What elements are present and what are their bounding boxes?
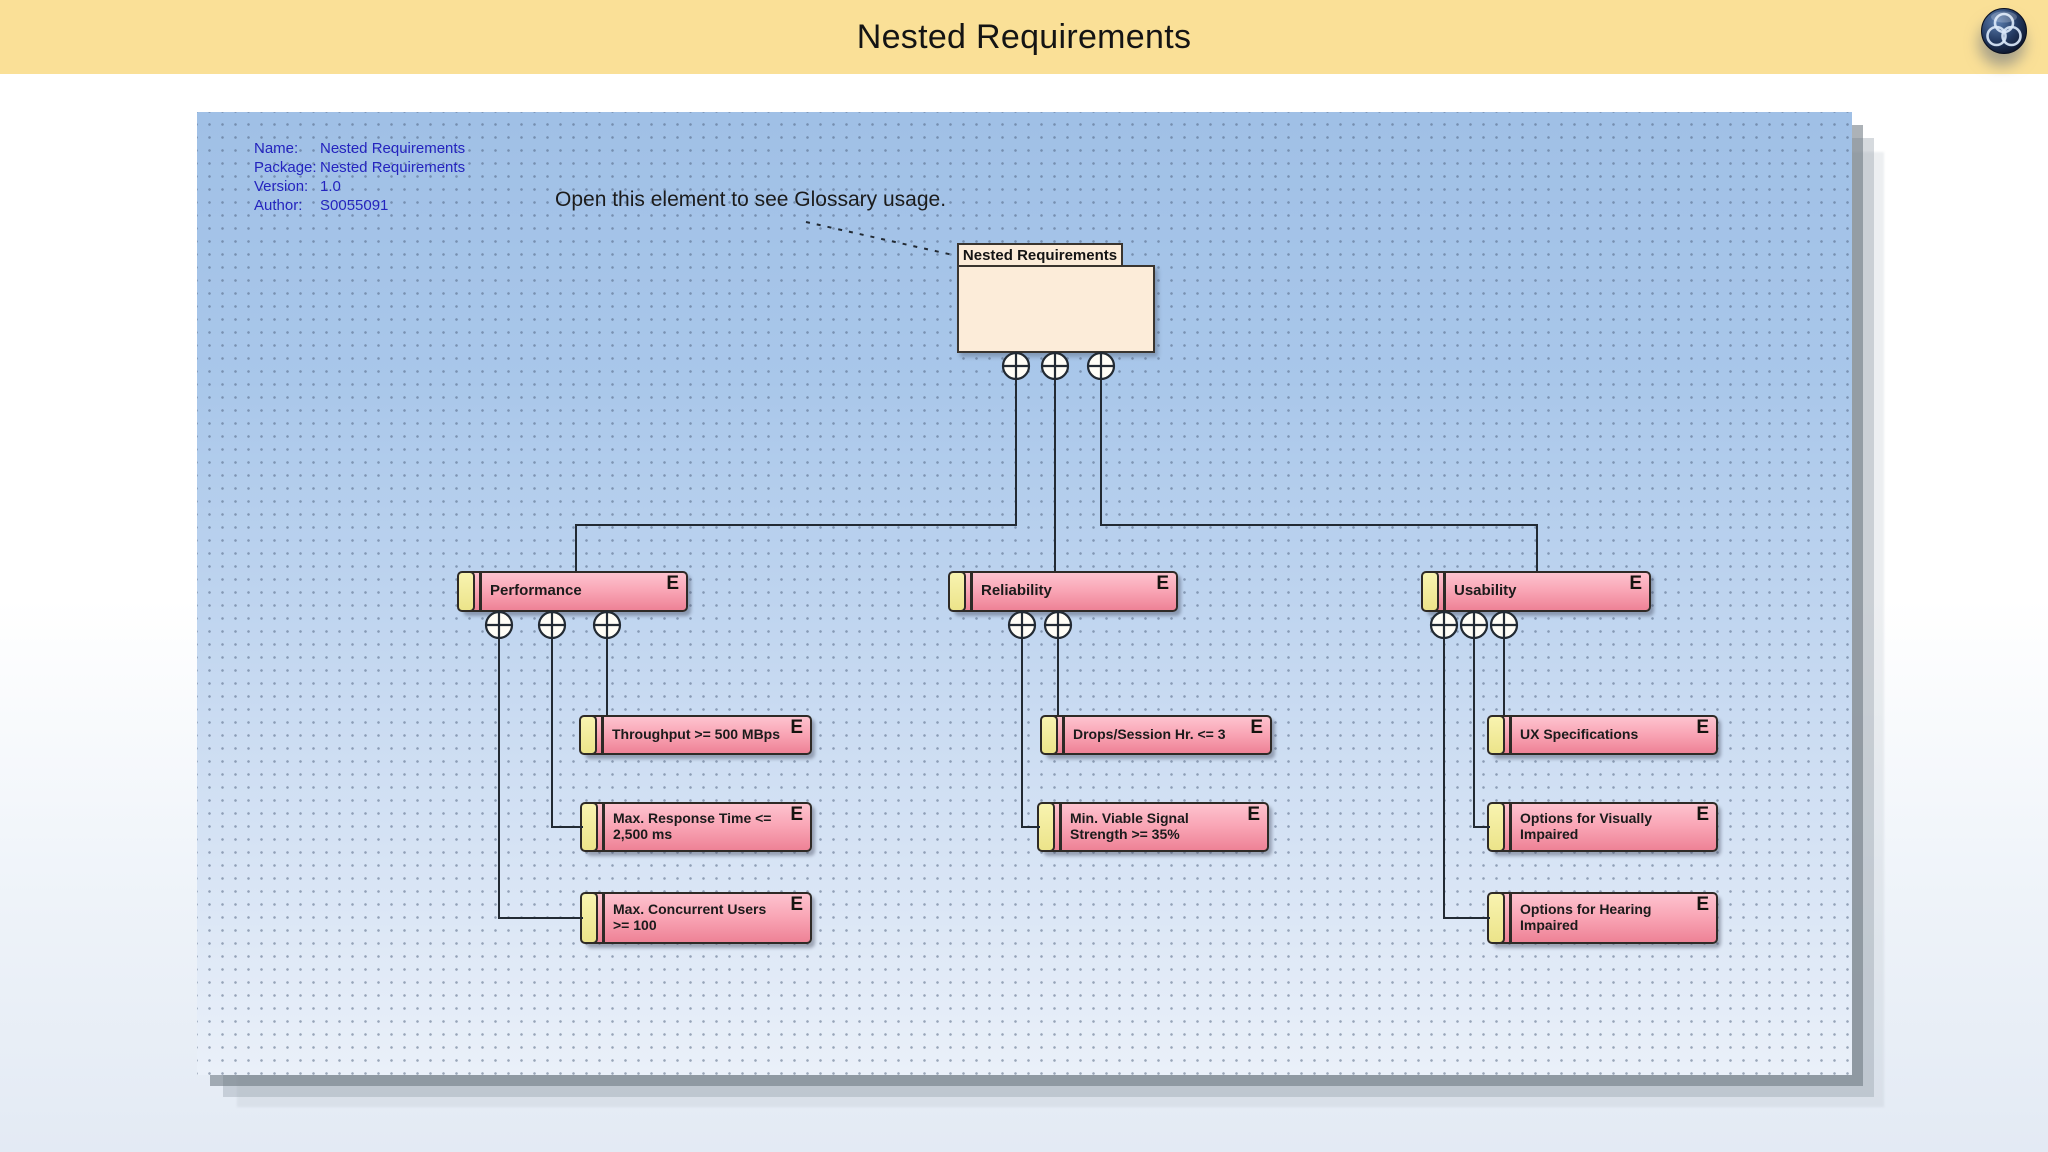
element-marker: E (790, 804, 803, 825)
note-link-dashed-line (805, 221, 954, 256)
requirement-label: Min. Viable Signal Strength >= 35% (1070, 810, 1189, 842)
nesting-anchor-icon[interactable] (1007, 610, 1037, 640)
metadata-row: Author: S0055091 (254, 196, 465, 215)
metadata-label: Author: (254, 197, 303, 214)
connector-root-performance (575, 366, 1017, 571)
requirement-label: Max. Concurrent Users >= 100 (613, 901, 767, 933)
requirement-throughput[interactable]: Throughput >= 500 MBps E (579, 715, 812, 755)
element-marker: E (1156, 573, 1169, 594)
requirement-visually-impaired[interactable]: Options for Visually Impaired E (1487, 802, 1718, 852)
nesting-anchor-icon[interactable] (1001, 351, 1031, 381)
element-marker: E (666, 573, 679, 594)
requirement-label: Usability (1454, 582, 1517, 600)
element-marker: E (1696, 894, 1709, 915)
nesting-anchor-icon[interactable] (484, 610, 514, 640)
diagram-canvas: Name:Nested Requirements Package:Nested … (197, 112, 1852, 1075)
requirement-max-response-time[interactable]: Max. Response Time <= 2,500 ms E (580, 802, 812, 852)
metadata-value: S0055091 (320, 197, 389, 214)
requirement-label: Reliability (981, 582, 1052, 600)
requirement-label: Options for Hearing Impaired (1520, 901, 1652, 933)
requirement-label: Performance (490, 582, 582, 600)
nesting-anchor-icon[interactable] (1459, 610, 1489, 640)
requirement-max-concurrent-users[interactable]: Max. Concurrent Users >= 100 E (580, 892, 812, 944)
metadata-value: Nested Requirements (320, 159, 466, 176)
nesting-anchor-icon[interactable] (592, 610, 622, 640)
diagram-metadata: Name: Nested Requirements Package:Nested … (254, 139, 465, 215)
nesting-anchor-icon[interactable] (1040, 351, 1070, 381)
requirement-min-signal-strength[interactable]: Min. Viable Signal Strength >= 35% E (1037, 802, 1269, 852)
requirement-reliability[interactable]: Reliability E (948, 571, 1178, 612)
requirement-performance[interactable]: Performance E (457, 571, 688, 612)
requirement-label: Max. Response Time <= 2,500 ms (613, 810, 772, 842)
requirement-usability[interactable]: Usability E (1421, 571, 1651, 612)
element-marker: E (1629, 573, 1642, 594)
nesting-anchor-icon[interactable] (1086, 351, 1116, 381)
requirement-hearing-impaired[interactable]: Options for Hearing Impaired E (1487, 892, 1718, 944)
element-marker: E (790, 717, 803, 738)
root-element-body[interactable] (957, 265, 1155, 353)
element-marker: E (1696, 717, 1709, 738)
requirement-label: Throughput >= 500 MBps (612, 726, 781, 743)
requirement-ux-specifications[interactable]: UX Specifications E (1487, 715, 1718, 755)
connector-performance-concurrent-users (498, 625, 583, 919)
nesting-anchor-icon[interactable] (1429, 610, 1459, 640)
connector-reliability-signal-strength (1021, 625, 1040, 828)
metadata-row: Name: Nested Requirements (254, 139, 465, 158)
title-banner: Nested Requirements (0, 0, 2048, 74)
metadata-row: Version: 1.0 (254, 177, 465, 196)
metadata-label: Name: (254, 140, 299, 157)
metadata-label: Package: (254, 159, 317, 176)
page-title: Nested Requirements (856, 17, 1192, 56)
element-marker: E (1247, 804, 1260, 825)
nesting-anchor-icon[interactable] (1043, 610, 1073, 640)
connector-usability-hearing (1443, 625, 1490, 919)
requirement-label: UX Specifications (1520, 726, 1639, 743)
requirement-drops-session[interactable]: Drops/Session Hr. <= 3 E (1040, 715, 1272, 755)
note-text: Open this element to see Glossary usage. (555, 188, 947, 211)
metadata-value: 1.0 (320, 178, 341, 195)
metadata-row: Package:Nested Requirements (254, 158, 465, 177)
root-element-label: Nested Requirements (962, 246, 1118, 264)
metadata-label: Version: (254, 178, 309, 195)
sparx-logo-icon (1980, 7, 2028, 55)
nesting-anchor-icon[interactable] (1489, 610, 1519, 640)
metadata-value: Nested Requirements (320, 140, 466, 157)
root-element-tab[interactable]: Nested Requirements (957, 243, 1123, 267)
connector-root-usability (1100, 366, 1538, 571)
element-marker: E (1250, 717, 1263, 738)
element-marker: E (1696, 804, 1709, 825)
nesting-anchor-icon[interactable] (537, 610, 567, 640)
requirement-label: Drops/Session Hr. <= 3 (1073, 726, 1226, 743)
requirement-label: Options for Visually Impaired (1520, 810, 1652, 842)
element-marker: E (790, 894, 803, 915)
